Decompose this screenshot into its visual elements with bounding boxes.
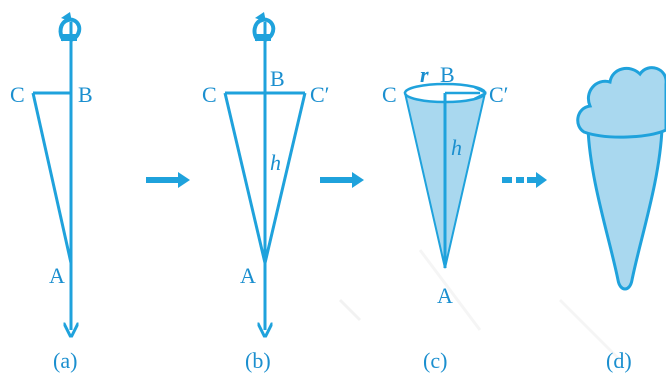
ice-cream-scoop: [576, 66, 666, 139]
right-arrow-icon: [320, 172, 364, 188]
caption-d: (d): [606, 348, 632, 373]
caption-c: (c): [423, 348, 447, 373]
vertex-label-c: C: [10, 82, 25, 107]
vertex-label-c-prime: C′: [310, 82, 330, 107]
radius-label-r: r: [420, 62, 429, 87]
vertex-label-b: B: [270, 66, 285, 91]
vertex-label-c-prime: C′: [489, 82, 509, 107]
height-label-h: h: [451, 135, 462, 160]
rotation-arrow-icon: [252, 12, 276, 42]
right-arrow-icon: [146, 172, 190, 188]
caption-a: (a): [53, 348, 77, 373]
panel-c: C r B C′ h A (c): [382, 62, 509, 373]
vertex-label-b: B: [440, 62, 455, 87]
panel-d: (d): [576, 66, 666, 373]
ice-cream-cone: [586, 126, 664, 291]
vertex-label-c: C: [202, 82, 217, 107]
triangle-hypotenuse: [31, 92, 73, 264]
left-slant-edge: [223, 92, 267, 264]
right-slant-edge: [263, 92, 307, 264]
rotation-arrow-icon: [58, 12, 82, 42]
height-label-h: h: [270, 150, 281, 175]
vertex-label-a: A: [240, 263, 256, 288]
vertex-label-a: A: [437, 283, 453, 308]
vertex-label-b: B: [78, 82, 93, 107]
caption-b: (b): [245, 348, 271, 373]
panel-a: C B A (a): [10, 12, 93, 373]
vertex-label-c: C: [382, 82, 397, 107]
watermark: [338, 249, 622, 362]
vertex-label-a: A: [49, 263, 65, 288]
panel-b: C B C′ h A (b): [202, 12, 330, 373]
dashed-right-arrow-icon: [502, 172, 547, 188]
